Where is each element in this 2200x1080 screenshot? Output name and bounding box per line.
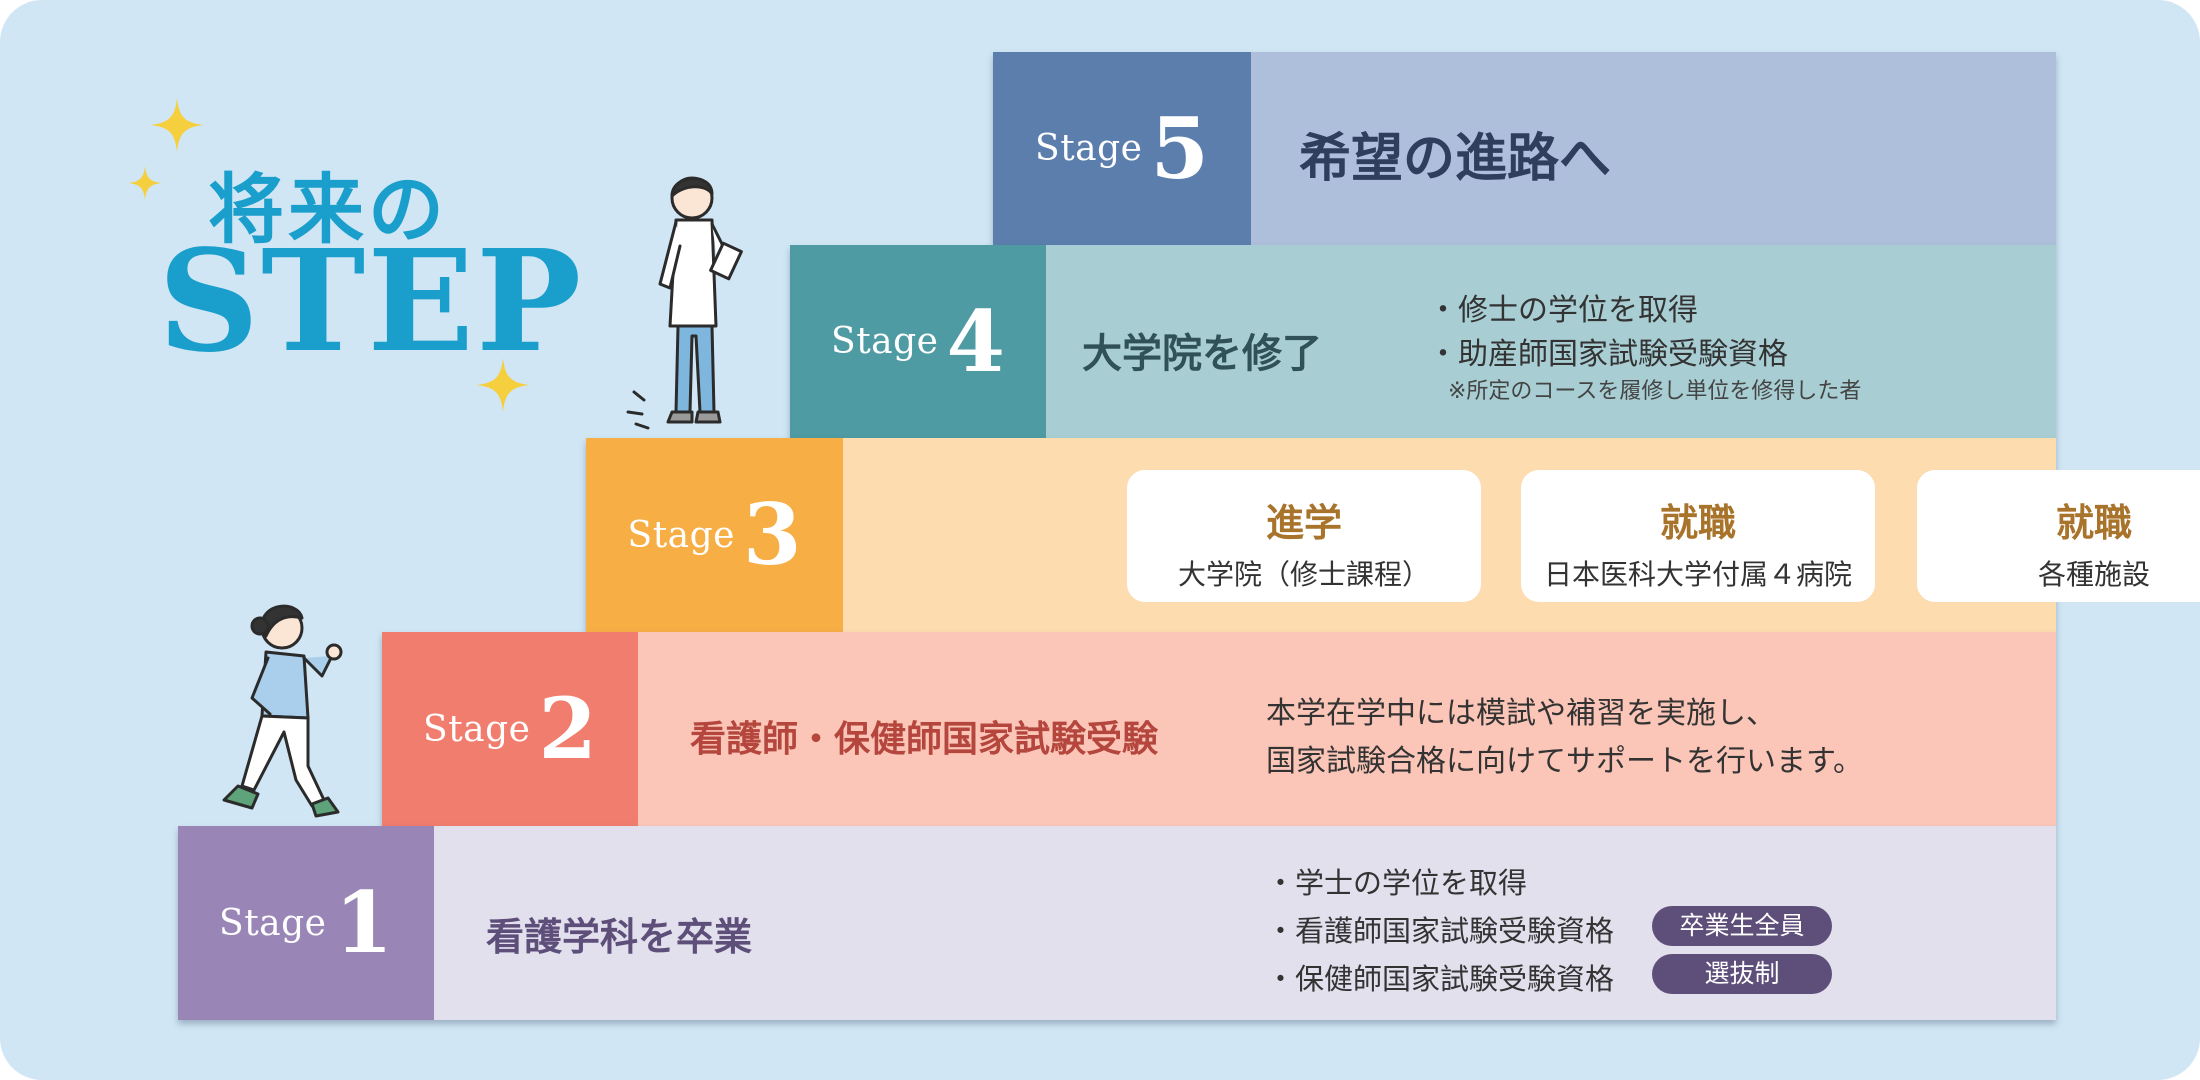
stage-number: 5 [1150,98,1209,198]
stage-5-label: Stage 5 [993,52,1251,245]
stage-4-row: Stage 4 大学院を修了 ・修士の学位を取得 ・助産師国家試験受験資格 ※所… [790,245,2056,438]
stage-2-row: Stage 2 看護師・保健師国家試験受験 本学在学中には模試や補習を実施し、 … [382,632,2056,826]
stage-1-row: Stage 1 看護学科を卒業 ・学士の学位を取得 ・看護師国家試験受験資格 ・… [178,826,2056,1020]
stage-word: Stage [219,902,327,944]
stage-1-bullet: ・学士の学位を取得 [1266,866,1528,900]
title-heading: 将来の [208,165,448,254]
stage-1-bullet: ・看護師国家試験受験資格 [1266,914,1615,948]
stage-number: 2 [538,679,597,778]
stage-3-row: Stage 3 進学 大学院（修士課程） 就職 日本医科大学付属４病院 就職 各… [586,438,2200,632]
stage-2-body: 看護師・保健師国家試験受験 本学在学中には模試や補習を実施し、 国家試験合格に向… [638,632,2056,826]
stage-4-note: ※所定のコースを履修し単位を修得した者 [1448,379,1862,404]
stage-1-heading: 看護学科を卒業 [486,915,753,959]
stage-4-heading: 大学院を修了 [1082,331,1322,377]
stage-2-description: 国家試験合格に向けてサポートを行います。 [1266,744,1863,779]
option-subtitle: 日本医科大学付属４病院 [1543,558,1852,591]
stage-2-label: Stage 2 [382,632,638,826]
option-box-facilities: 就職 各種施設 [1917,470,2200,602]
option-subtitle: 各種施設 [2037,558,2150,591]
stage-4-bullet: ・修士の学位を取得 [1428,293,1698,328]
option-subtitle: 大学院（修士課程） [1177,558,1430,591]
badge-selective: 選抜制 [1652,954,1832,994]
stage-5-row: Stage 5 希望の進路へ [993,52,2056,245]
stage-5-body: 希望の進路へ [1251,52,2056,245]
nurse-illustration [626,176,743,430]
stage-1-label: Stage 1 [178,826,434,1020]
stage-4-bullet: ・助産師国家試験受験資格 [1428,337,1788,372]
stage-1-bullet: ・保健師国家試験受験資格 [1266,962,1615,996]
option-title: 就職 [2055,501,2132,545]
student-walking-illustration [222,604,343,818]
stage-number: 4 [946,291,1005,391]
stage-word: Stage [423,708,531,750]
sparkle-icon [150,98,204,152]
stage-word: Stage [831,321,939,362]
sparkle-icon [476,358,530,412]
stage-3-body: 進学 大学院（修士課程） 就職 日本医科大学付属４病院 就職 各種施設 [843,438,2200,632]
badge-all-graduates: 卒業生全員 [1652,906,1832,946]
stage-4-label: Stage 4 [790,245,1046,438]
option-box-graduate-school: 進学 大学院（修士課程） [1127,470,1481,602]
sparkle-icon [128,166,162,200]
stage-1-body: 看護学科を卒業 ・学士の学位を取得 ・看護師国家試験受験資格 ・保健師国家試験受… [434,826,2056,1020]
stage-3-label: Stage 3 [586,438,843,632]
stage-word: Stage [1035,128,1143,169]
option-title: 進学 [1265,501,1342,545]
stage-5-heading: 希望の進路へ [1299,129,1612,189]
stage-2-description: 本学在学中には模試や補習を実施し、 [1266,696,1776,731]
option-title: 就職 [1659,501,1736,545]
stage-number: 1 [334,873,393,972]
title-step: STEP [158,220,584,384]
stage-2-heading: 看護師・保健師国家試験受験 [690,719,1159,760]
stage-number: 3 [743,485,802,584]
stage-word: Stage [627,514,735,556]
stage-4-body: 大学院を修了 ・修士の学位を取得 ・助産師国家試験受験資格 ※所定のコースを履修… [1046,245,2056,438]
option-box-hospital: 就職 日本医科大学付属４病院 [1521,470,1875,602]
